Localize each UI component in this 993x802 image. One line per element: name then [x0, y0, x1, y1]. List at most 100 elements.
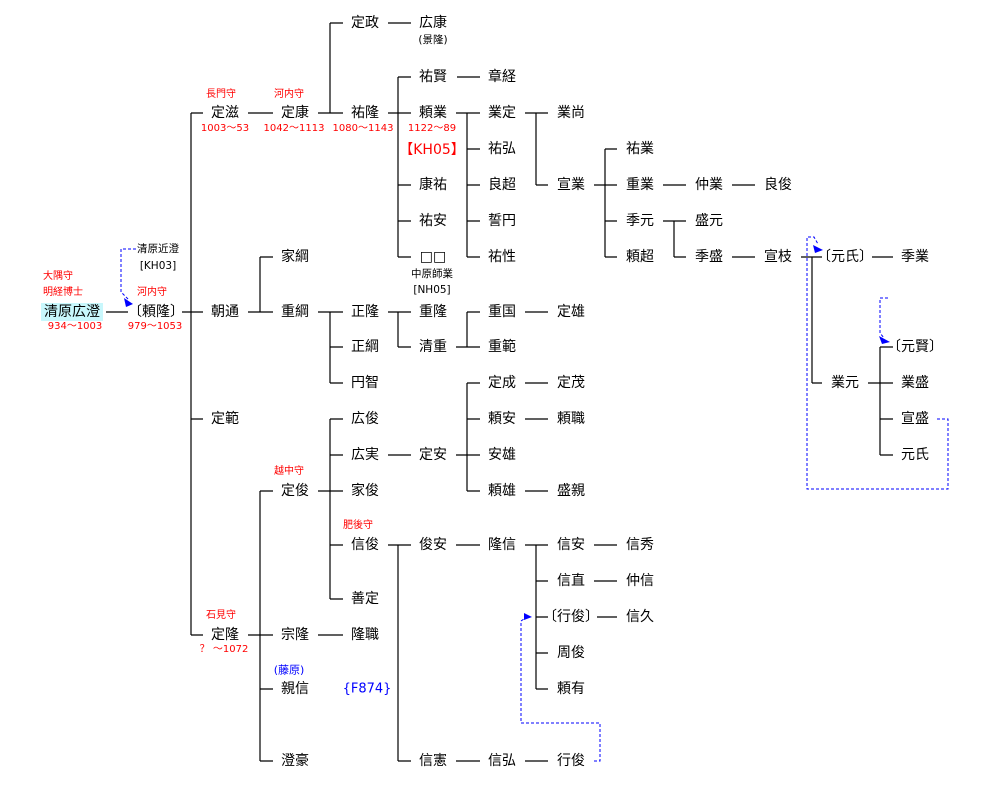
reference-unknown-r: [NH05] [413, 283, 451, 296]
person-yoshisada: 善定 [351, 591, 379, 607]
person-suemori: 季盛 [695, 249, 723, 265]
lineage-lines [106, 22, 893, 762]
reference-chikanobu-r: {F874} [342, 681, 392, 697]
reference-chikanobu-n: (藤原) [273, 663, 305, 677]
person-narihisa: 業尚 [557, 105, 585, 121]
person-yukitoshi-b: 〔行俊〕 [543, 609, 599, 625]
title-note-sadayasu-n: 河内守 [274, 89, 304, 100]
arrowheads [124, 245, 890, 620]
person-nobunao: 信直 [557, 573, 585, 589]
person-ietoshi: 家俊 [351, 483, 379, 499]
title-note-sadashige-n: 長門守 [206, 89, 236, 100]
person-masataka: 正隆 [351, 304, 379, 320]
title-note-sadataka-n: 石見守 [206, 610, 236, 621]
reference-hiroyasu-a: (景隆) [418, 33, 448, 46]
person-shigenori: 重範 [488, 339, 516, 355]
person-yusho: 祐性 [488, 249, 516, 265]
person-yorio: 頼雄 [488, 483, 516, 499]
person-nobumori: 宣盛 [901, 411, 929, 427]
person-ryoshun: 良俊 [764, 177, 792, 193]
arrow-icon [813, 245, 823, 253]
person-nakanari: 仲業 [695, 177, 723, 193]
person-hirozumi: 清原広澄 [41, 303, 103, 321]
person-toshiyasu: 俊安 [419, 537, 447, 553]
person-sadatoshi: 定俊 [281, 483, 309, 499]
person-yoritaka: 〔頼隆〕 [128, 304, 184, 320]
person-kanetoshi: 周俊 [557, 645, 585, 661]
person-shigenari: 重業 [626, 177, 654, 193]
person-takamoto: 隆職 [351, 627, 379, 643]
person-akitsune: 章経 [488, 69, 516, 85]
person-sukeyasu: 祐安 [419, 213, 447, 229]
person-yoriyasu: 頼安 [488, 411, 516, 427]
person-motouji: 元氏 [901, 447, 929, 463]
person-narisada: 業定 [488, 105, 516, 121]
person-ietsuna: 家綱 [281, 249, 309, 265]
years-sadayasu-y: 1042～1113 [263, 123, 325, 134]
person-suemoto: 季元 [626, 213, 654, 229]
person-raicho: 頼超 [626, 249, 654, 265]
person-nobuhisa: 信久 [626, 609, 654, 625]
person-nobuhide: 信秀 [626, 537, 654, 553]
reference-chikazumi: 清原近澄 [137, 242, 179, 255]
person-motokata-b: 〔元賢〕 [887, 339, 943, 355]
person-yasuo: 安雄 [488, 447, 516, 463]
person-yasusuke: 康祐 [419, 177, 447, 193]
person-yorimoto: 頼職 [557, 411, 585, 427]
person-sadashige: 定滋 [211, 105, 239, 121]
person-nobunori: 信憲 [419, 753, 447, 769]
person-unknown: □□ [419, 249, 447, 265]
person-hirotoshi: 広俊 [351, 411, 379, 427]
title-note-sadatoshi-n: 越中守 [274, 466, 304, 477]
person-nobuhiro: 信弘 [488, 753, 516, 769]
years-sukitaka-y: 1080～1143 [332, 123, 394, 134]
person-hiroyasu: 広康 [419, 15, 447, 31]
person-narimoto: 業元 [831, 375, 859, 391]
person-sadao: 定雄 [557, 304, 585, 320]
person-takanobu: 隆信 [488, 537, 516, 553]
person-morimoto: 盛元 [695, 213, 723, 229]
person-sadayasu: 定康 [281, 105, 309, 121]
person-sukitaka: 祐隆 [351, 105, 379, 121]
person-chogo: 澄豪 [281, 753, 309, 769]
person-chikanobu: 親信 [281, 681, 309, 697]
years-sadashige-y: 1003～53 [200, 123, 250, 134]
arrow-icon [124, 298, 133, 307]
person-sukekata: 祐賢 [419, 69, 447, 85]
person-sukenari: 祐業 [626, 141, 654, 157]
person-nobueda: 宣枝 [764, 249, 792, 265]
person-nobuyasu: 信安 [557, 537, 585, 553]
person-nobunari: 宣業 [557, 177, 585, 193]
person-sadataka: 定隆 [211, 627, 239, 643]
years-hirozumi-y: 934～1003 [47, 321, 103, 332]
person-ryocho: 良超 [488, 177, 516, 193]
person-narimori: 業盛 [901, 375, 929, 391]
reference-yorinari-r: 【KH05】 [399, 142, 465, 158]
title-note-nobutoshi-n: 肥後守 [343, 520, 373, 531]
reference-chikazumi-r: [KH03] [139, 259, 177, 272]
arrow-icon [879, 336, 890, 344]
title-note-hirozumi-n2: 明経博士 [43, 287, 83, 298]
person-enchi: 円智 [351, 375, 379, 391]
adoption-links [120, 236, 949, 762]
person-masatsuna: 正綱 [351, 339, 379, 355]
person-asamichi: 朝通 [211, 304, 239, 320]
person-motouji-b: 〔元氏〕 [817, 249, 873, 265]
years-yoritaka-y: 979～1053 [127, 321, 183, 332]
person-morichika: 盛親 [557, 483, 585, 499]
title-note-yoritaka-n: 河内守 [137, 287, 167, 298]
person-nobutoshi: 信俊 [351, 537, 379, 553]
person-munetaka: 宗隆 [281, 627, 309, 643]
person-hirozane: 広実 [351, 447, 379, 463]
reference-unknown-n: 中原師業 [411, 267, 453, 280]
person-sadashige2: 定茂 [557, 375, 585, 391]
years-sadataka-y: ？ ～1072 [199, 644, 249, 655]
person-yukitoshi: 行俊 [557, 753, 585, 769]
person-yoriari: 頼有 [557, 681, 585, 697]
person-shigetsuna: 重綱 [281, 304, 309, 320]
person-shigekuni: 重国 [488, 304, 516, 320]
person-suenari: 季業 [901, 249, 929, 265]
years-yorinari-y: 1122～89 [407, 123, 457, 134]
arrow-icon [524, 613, 532, 620]
